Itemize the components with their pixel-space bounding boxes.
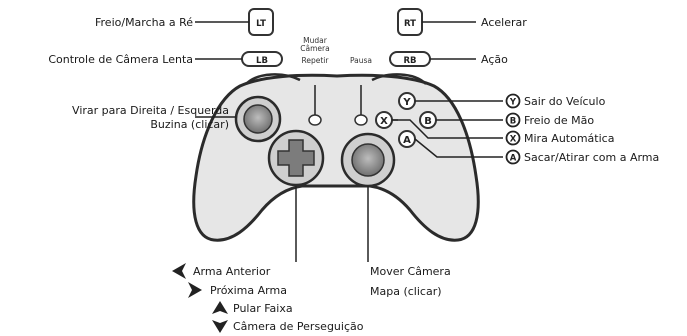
label-dpad-up: Pular Faixa [233,302,293,315]
rt-trigger-label: RT [404,19,416,29]
controller-shoulder-right [371,73,427,85]
label-start: Pausa [349,56,373,65]
label-right-stick-click: Mapa (clicar) [370,285,442,298]
lt-trigger-label: LT [256,19,266,29]
start-button [354,114,368,126]
label-right-stick: Mover Câmera [370,265,451,278]
svg-text:B: B [424,116,432,127]
arrow-right-icon [188,282,202,298]
label-dpad-right: Próxima Arma [210,284,287,297]
label-back-1: Mudar [303,36,327,45]
label-y: Sair do Veículo [524,95,606,108]
label-left-stick: Virar para Direita / Esquerda [72,104,229,117]
svg-text:X: X [380,116,388,127]
face-button-b: B [419,111,437,129]
svg-text:A: A [403,135,411,146]
label-b: Freio de Mão [524,114,595,127]
label-rt: Acelerar [481,16,527,29]
arrow-up-icon [212,301,228,314]
face-button-x: X [375,111,393,129]
label-a: Sacar/Atirar com a Arma [524,151,660,164]
back-button [308,114,322,126]
face-button-y: Y [398,92,416,110]
arrow-left-icon [172,263,186,279]
arrow-down-icon [212,320,228,333]
leader-lines [195,21,503,262]
legend-button-x: X [505,130,521,146]
label-dpad-down: Câmera de Perseguição [233,320,364,333]
label-rb: Ação [481,53,508,66]
controller-shoulder-left [245,73,301,85]
legend-button-y: Y [505,93,521,109]
controller-body [192,73,480,242]
legend-button-b: B [505,112,521,128]
label-dpad-left: Arma Anterior [193,265,271,278]
label-back-3: Repetir [301,56,329,65]
svg-text:A: A [510,154,517,164]
label-left-stick-click: Buzina (clicar) [150,118,229,131]
svg-text:B: B [510,117,516,127]
svg-text:Y: Y [509,98,517,108]
lb-bumper-label: LB [256,56,268,66]
svg-text:Y: Y [402,97,411,108]
label-x: Mira Automática [524,132,615,145]
dpad [277,139,315,177]
face-button-a: A [398,130,416,148]
label-lt: Freio/Marcha a Ré [95,16,193,29]
label-back-2: Câmera [300,44,330,53]
right-stick [351,143,385,177]
legend-button-a: A [505,149,521,165]
left-stick [243,104,273,134]
rb-bumper-label: RB [403,56,416,66]
label-lb: Controle de Câmera Lenta [48,53,193,66]
svg-text:X: X [510,135,517,145]
